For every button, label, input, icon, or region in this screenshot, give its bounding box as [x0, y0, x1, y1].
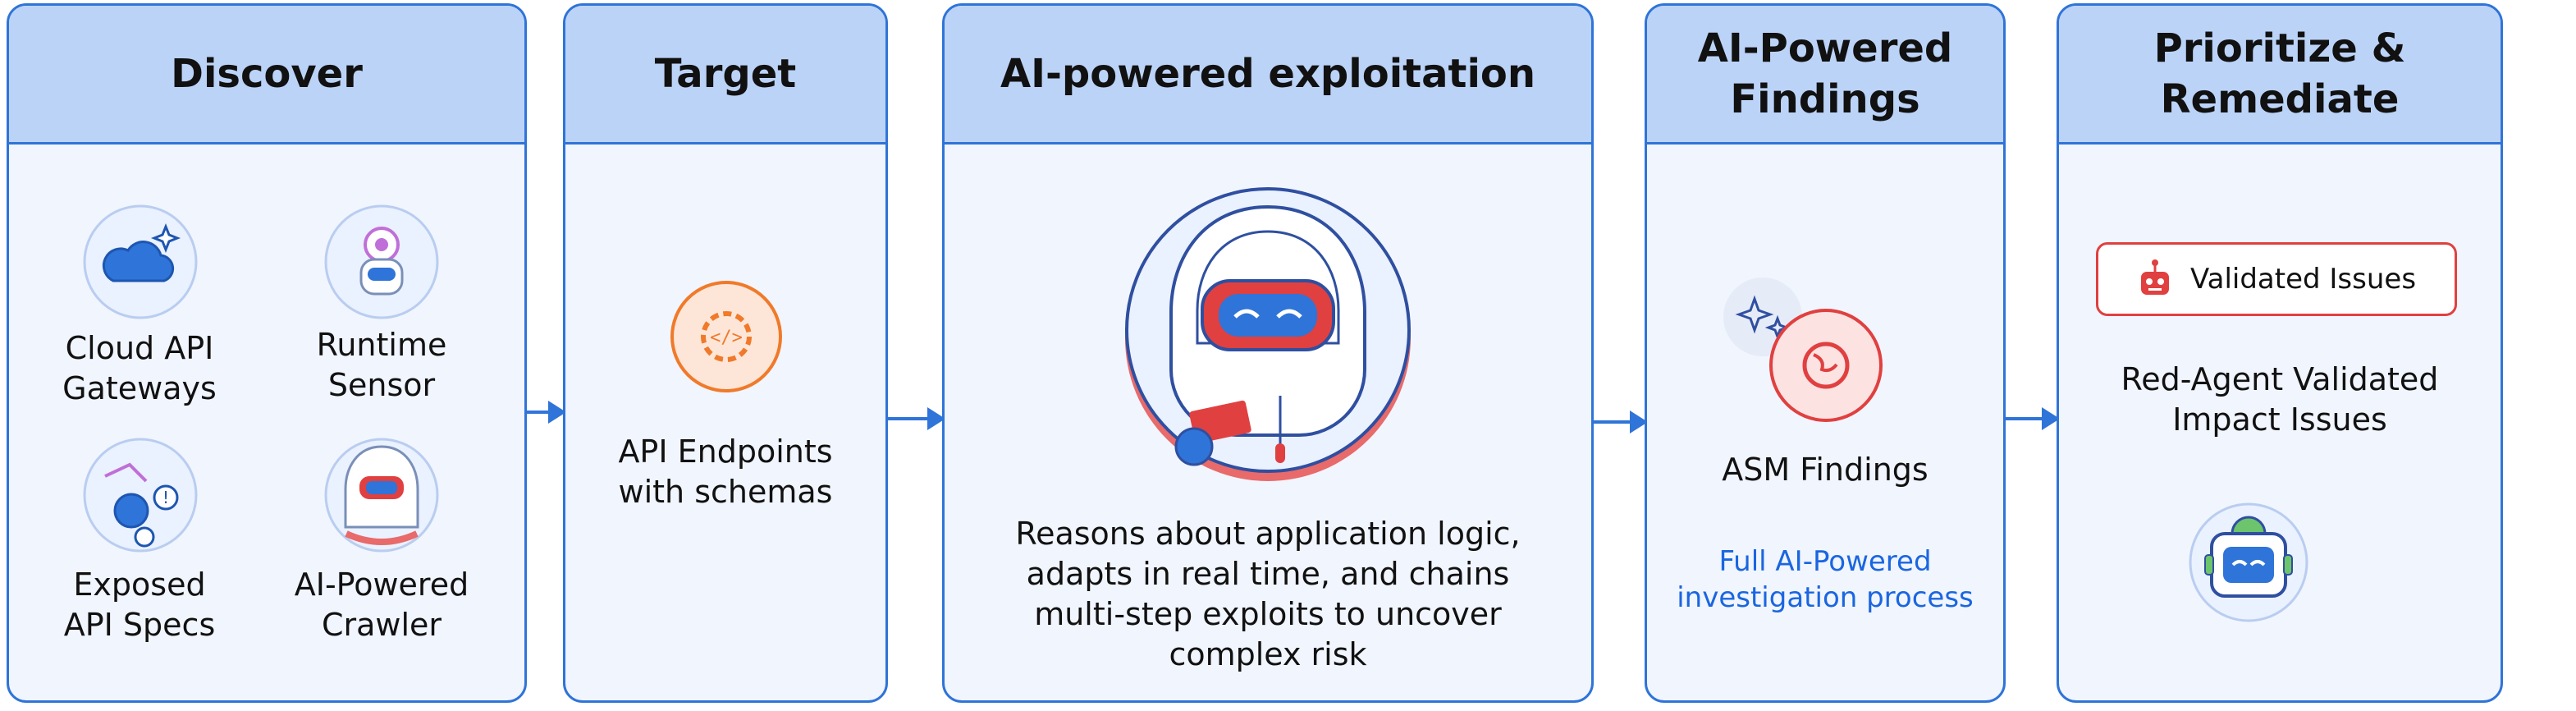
exploitation-description: Reasons about application logic, adapts …: [1015, 516, 1521, 672]
remediate-title: Prioritize & Remediate: [2059, 6, 2501, 144]
flow-arrow: [2006, 407, 2060, 430]
sensor-robot-icon: [324, 204, 439, 319]
cloud-sparkle-icon: [83, 204, 198, 319]
discover-title: Discover: [9, 6, 524, 144]
findings-title: AI-Powered Findings: [1647, 6, 2003, 144]
flow-arrow: [888, 407, 945, 430]
runtime-sensor-label: Runtime Sensor: [316, 327, 447, 403]
crawler-mascot-icon: [324, 438, 439, 553]
exploitation-title: AI-powered exploitation: [945, 6, 1591, 144]
svg-text:</>: </>: [710, 328, 743, 348]
cloud-api-gateways-label: Cloud API Gateways: [62, 330, 217, 406]
validated-issues-badge: Validated Issues: [2096, 242, 2457, 316]
asm-findings-label: ASM Findings: [1722, 452, 1929, 488]
robot-mascot-icon: [2189, 502, 2308, 622]
remediate-panel: Prioritize & Remediate: [2057, 3, 2503, 703]
target-title: Target: [565, 6, 885, 144]
api-endpoints-label: API Endpoints with schemas: [618, 433, 833, 510]
code-gear-icon: </>: [670, 281, 782, 392]
validated-issues-label: Validated Issues: [2190, 263, 2417, 296]
discover-panel: Discover: [7, 3, 527, 703]
ai-powered-crawler-label: AI-Powered Crawler: [294, 567, 469, 643]
investigation-process-note: Full AI-Powered investigation process: [1677, 545, 1974, 614]
flow-arrow: [527, 401, 566, 424]
exposed-api-specs-label: Exposed API Specs: [63, 567, 216, 643]
svg-text:!: !: [162, 488, 169, 507]
findings-panel: AI-Powered Findings: [1645, 3, 2006, 703]
red-agent-issues-label: Red-Agent Validated Impact Issues: [2121, 361, 2439, 438]
globe-icon: [1769, 309, 1883, 422]
api-spec-warning-icon: !: [83, 438, 198, 553]
hooded-hacker-mascot-icon: [1125, 187, 1411, 481]
robot-icon: [2141, 259, 2169, 295]
flow-arrow: [1594, 411, 1648, 433]
